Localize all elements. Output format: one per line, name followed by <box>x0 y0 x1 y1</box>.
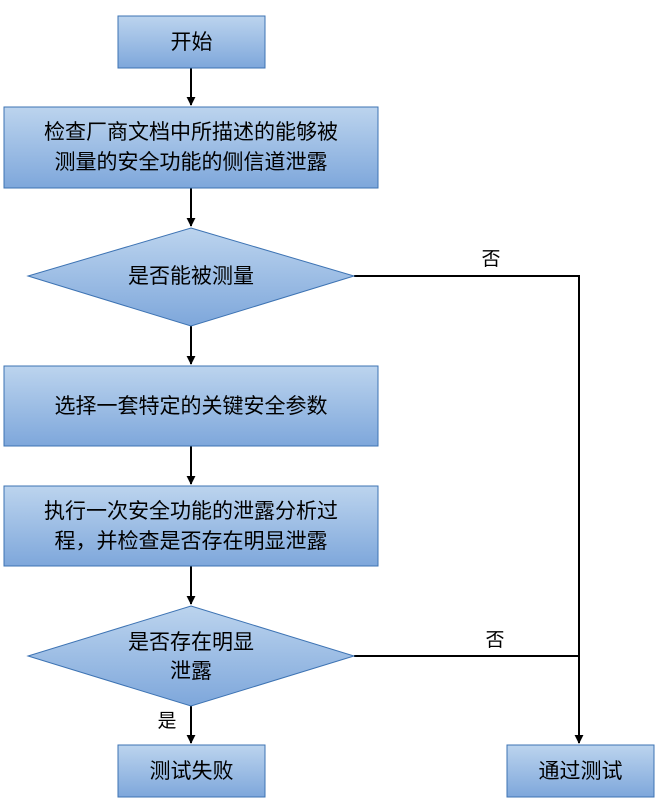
select-params-label: 选择一套特定的关键安全参数 <box>55 394 328 418</box>
decision-measurable-label: 是否能被测量 <box>128 264 254 288</box>
pass-node: 通过测试 <box>506 744 655 798</box>
check-docs-label-line2: 测量的安全功能的侧信道泄露 <box>55 150 328 174</box>
analyze-node: 执行一次安全功能的泄露分析过 程，并检查是否存在明显泄露 <box>3 485 379 567</box>
decision-leak-yes-label: 是 <box>157 710 176 732</box>
analyze-label-line2: 程，并检查是否存在明显泄露 <box>55 529 328 553</box>
fail-node: 测试失败 <box>117 744 266 798</box>
check-docs-label-line1: 检查厂商文档中所描述的能够被 <box>44 120 338 144</box>
decision-measurable: 是否能被测量 <box>26 227 356 327</box>
decision-leak-label-line1: 是否存在明显 <box>128 630 254 654</box>
decision-leak-label-line2: 泄露 <box>170 659 212 683</box>
analyze-label-line1: 执行一次安全功能的泄露分析过 <box>44 499 338 523</box>
decision-leak: 是否存在明显 泄露 <box>26 605 356 707</box>
pass-label: 通过测试 <box>539 759 623 783</box>
decision-measurable-no-label: 否 <box>481 248 500 270</box>
start-node: 开始 <box>117 15 266 69</box>
start-label: 开始 <box>171 30 213 54</box>
fail-label: 测试失败 <box>150 759 234 783</box>
edge-decision1-no-to-pass <box>354 275 584 744</box>
select-params-node: 选择一套特定的关键安全参数 <box>3 365 379 447</box>
check-docs-node: 检查厂商文档中所描述的能够被 测量的安全功能的侧信道泄露 <box>3 106 379 189</box>
decision-leak-no-label: 否 <box>485 629 504 651</box>
